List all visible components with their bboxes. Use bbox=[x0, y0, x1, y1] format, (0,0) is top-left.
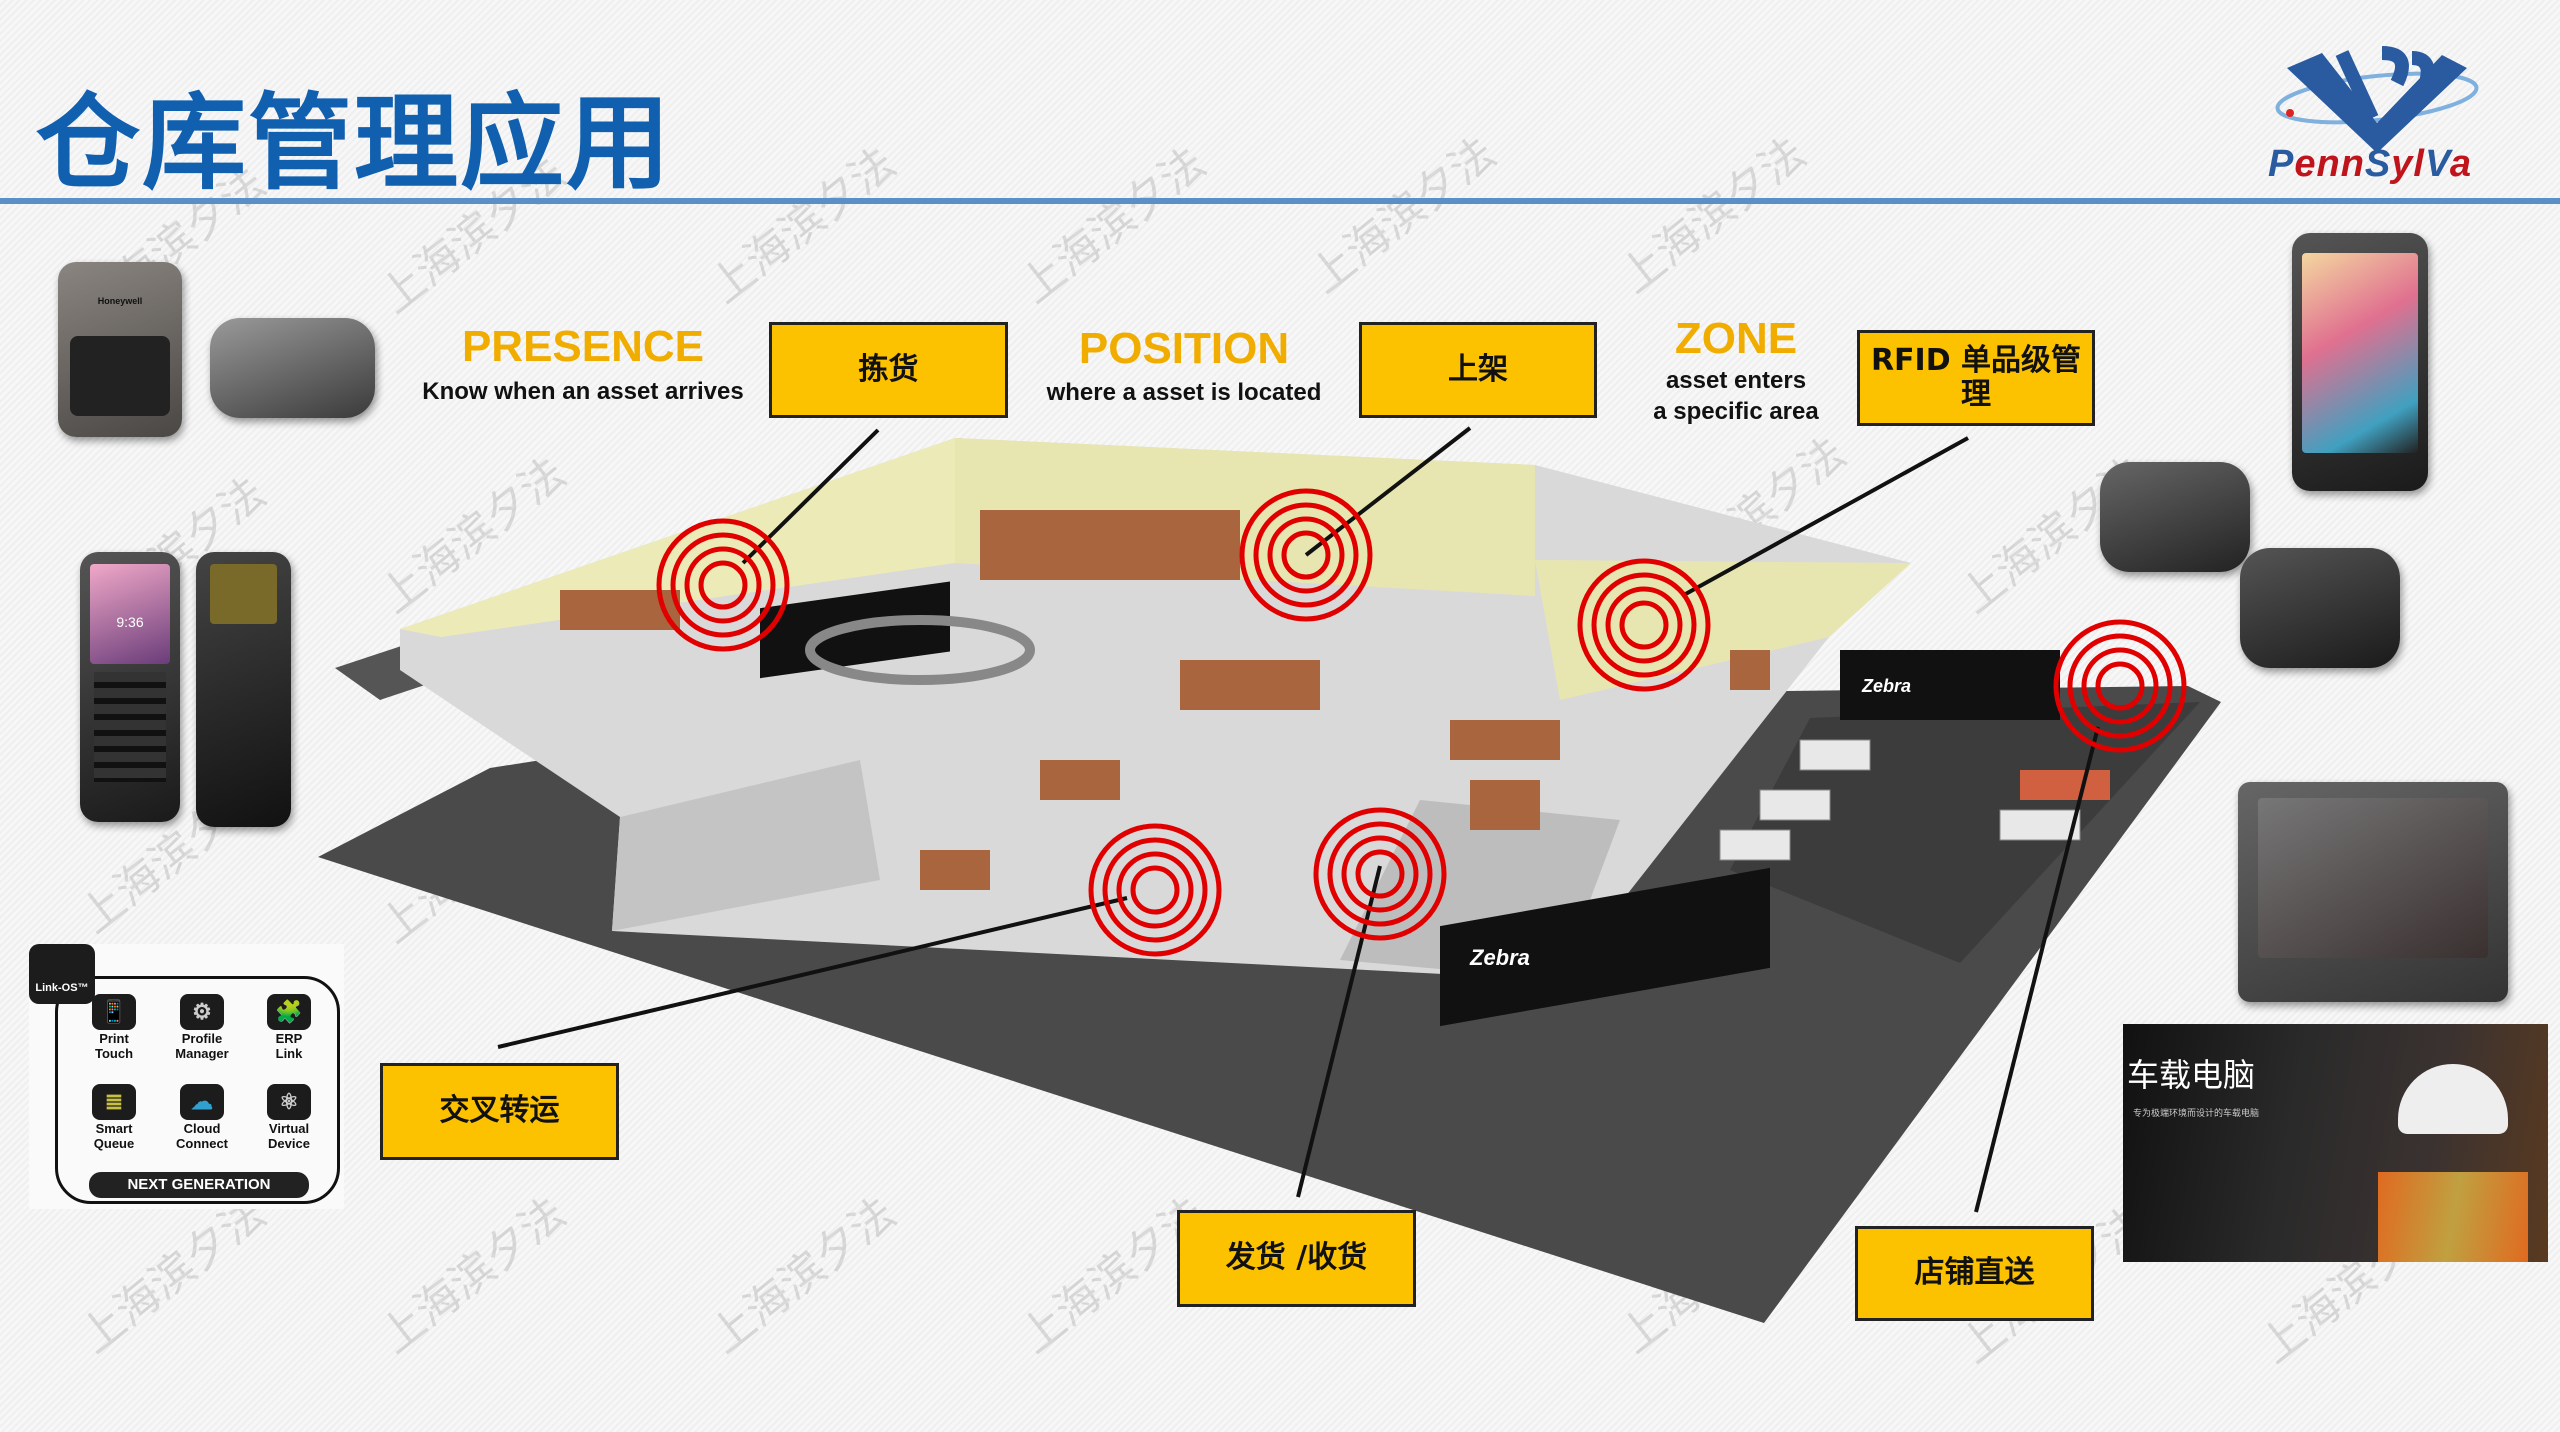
smartphone-image bbox=[2292, 233, 2428, 491]
callout-shelving: 上架 bbox=[1359, 322, 1597, 418]
next-generation-banner: NEXT GENERATION bbox=[89, 1172, 309, 1198]
nfc-phone-icon: 📱 bbox=[92, 994, 136, 1030]
zone-subtitle-2: a specific area bbox=[1653, 398, 1819, 425]
item-label: Virtual bbox=[268, 1121, 310, 1136]
truck-front bbox=[1440, 867, 1770, 1027]
vehicle-computer-title: 车载电脑 bbox=[2127, 1056, 2256, 1094]
item-label: Queue bbox=[93, 1135, 135, 1151]
callout-shipping: 发货 /收货 bbox=[1177, 1210, 1416, 1307]
truck-brand-label: Zebra bbox=[1862, 676, 1912, 696]
vehicle-computer-subtitle: 专为极端环境而设计的车载电脑 bbox=[2133, 1108, 2260, 1118]
atom-icon: ⚛ bbox=[267, 1084, 311, 1120]
callout-leader-line bbox=[1681, 436, 1969, 598]
position-subtitle: where a asset is located bbox=[1046, 379, 1322, 406]
ring-scanner-2-image bbox=[2240, 548, 2400, 668]
callout-crossdock: 交叉转运 bbox=[380, 1063, 619, 1160]
puzzle-icon: 🧩 bbox=[267, 994, 311, 1030]
side-wall bbox=[1535, 560, 1911, 700]
mobile-printer-image: Honeywell bbox=[58, 262, 182, 437]
gears-icon: ⚙ bbox=[180, 994, 224, 1030]
vehicle-computer-photo: 车载电脑 专为极端环境而设计的车载电脑 bbox=[2123, 1024, 2548, 1262]
handheld-computer-image: 9:36 bbox=[80, 552, 180, 822]
truck-right bbox=[1840, 650, 2060, 720]
cloud-icon: ☁ bbox=[180, 1084, 224, 1120]
item-label: Manager bbox=[175, 1045, 229, 1061]
presence-subtitle: Know when an asset arrives bbox=[422, 378, 744, 405]
item-label: Profile bbox=[181, 1031, 223, 1046]
pennsylva-logo: PennSylVa bbox=[2262, 33, 2492, 185]
item-label: Cloud bbox=[183, 1121, 221, 1136]
callout-leader-line bbox=[497, 896, 1128, 1049]
page-title: 仓库管理应用 bbox=[36, 82, 673, 204]
item-label: ERP bbox=[275, 1031, 303, 1046]
hard-hat bbox=[2398, 1064, 2508, 1134]
callout-picking: 拣货 bbox=[769, 322, 1008, 418]
ring-scanner-image bbox=[2100, 462, 2250, 572]
zone-subtitle-1: asset enters bbox=[1665, 367, 1807, 394]
callout-leader-line bbox=[1974, 726, 2100, 1213]
conveyor-loop bbox=[805, 615, 1035, 685]
stack-icon: ≣ bbox=[92, 1084, 136, 1120]
item-label: Touch bbox=[94, 1045, 134, 1061]
item-label: Device bbox=[268, 1135, 310, 1151]
callout-leader-line bbox=[741, 428, 880, 565]
position-heading: POSITION bbox=[1078, 324, 1290, 373]
item-label: Print bbox=[99, 1031, 129, 1046]
rfid-signal-rings bbox=[656, 518, 790, 652]
vehicle-tablet-image bbox=[2238, 782, 2508, 1002]
callout-rfid: RFID 单品级管理 bbox=[1857, 330, 2095, 426]
truck-brand-label-front: Zebra bbox=[1470, 945, 1530, 970]
wearable-printer-image bbox=[210, 318, 375, 418]
rfid-signal-rings bbox=[1088, 823, 1222, 957]
item-label: Link bbox=[275, 1045, 303, 1061]
rfid-signal-rings bbox=[1313, 807, 1447, 941]
title-divider bbox=[0, 198, 2560, 204]
rfid-signal-rings bbox=[2053, 619, 2187, 753]
rfid-signal-rings bbox=[1239, 488, 1373, 622]
callout-store-direct: 店铺直送 bbox=[1855, 1226, 2094, 1321]
presence-heading: PRESENCE bbox=[461, 322, 705, 371]
link-os-badge: Link-OS™ bbox=[29, 944, 95, 1004]
safety-vest bbox=[2378, 1172, 2528, 1262]
item-label: Connect bbox=[176, 1135, 228, 1151]
rugged-scanner-image bbox=[196, 552, 291, 827]
zone-heading: ZONE bbox=[1674, 314, 1798, 363]
loading-dock-left bbox=[612, 760, 880, 931]
rfid-signal-rings bbox=[1577, 558, 1711, 692]
item-label: Smart bbox=[95, 1121, 133, 1136]
